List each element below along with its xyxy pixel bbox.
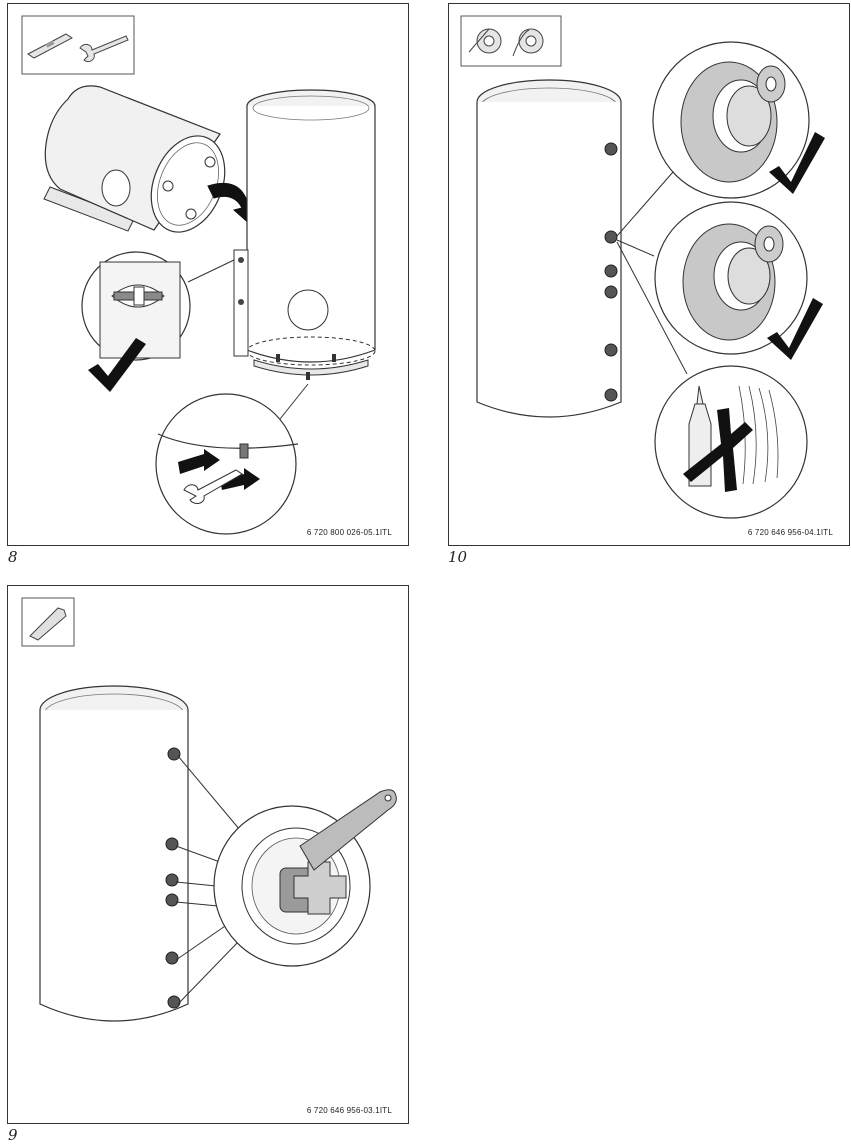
vertical-tank xyxy=(246,89,376,380)
tool-box xyxy=(21,15,135,75)
ptfe-tape-detail xyxy=(652,41,810,199)
ptfe-tape-icon xyxy=(468,28,502,54)
figure-code: 6 720 646 956-04.1ITL xyxy=(747,528,833,537)
adjust-foot-magnifier xyxy=(155,393,299,535)
figure-code: 6 720 800 026-05.1ITL xyxy=(306,528,392,537)
check-mark-icon xyxy=(769,132,825,194)
figure-number: 9 xyxy=(8,1126,18,1144)
wrench-icon xyxy=(183,469,243,504)
rotate-arrow-icon xyxy=(207,182,259,227)
utility-knife-icon xyxy=(299,789,397,871)
figure-number: 8 xyxy=(8,548,18,566)
plug-removal-detail xyxy=(213,789,397,967)
figure-number: 10 xyxy=(448,548,468,566)
figure-10-panel: 6 720 646 956-04.1ITL xyxy=(448,3,850,546)
hemp-thread-detail xyxy=(654,201,808,355)
check-mark-icon xyxy=(88,338,146,392)
cross-mark-icon xyxy=(683,408,753,492)
tool-box xyxy=(21,597,75,647)
horizontal-tank xyxy=(43,85,226,233)
figure-code: 6 720 646 956-03.1ITL xyxy=(306,1106,392,1115)
figure-9-panel: 6 720 646 956-03.1ITL xyxy=(7,585,409,1124)
spirit-level-icon xyxy=(27,33,73,59)
figure-10-illustration xyxy=(460,15,825,519)
figure-8-illustration xyxy=(21,15,376,535)
wrench-icon xyxy=(79,35,129,63)
utility-knife-icon xyxy=(29,607,67,641)
figure-8-panel: 6 720 800 026-05.1ITL xyxy=(7,3,409,546)
adjust-arrows-icon xyxy=(178,449,260,490)
tool-box xyxy=(460,15,562,67)
hemp-thread-icon xyxy=(512,28,544,57)
figure-9-illustration xyxy=(21,597,397,1022)
sealant-not-allowed-detail xyxy=(654,365,808,519)
storage-tank xyxy=(476,79,622,418)
storage-tank xyxy=(39,685,189,1022)
check-mark-icon xyxy=(767,298,823,360)
level-detail-magnifier xyxy=(81,251,191,361)
